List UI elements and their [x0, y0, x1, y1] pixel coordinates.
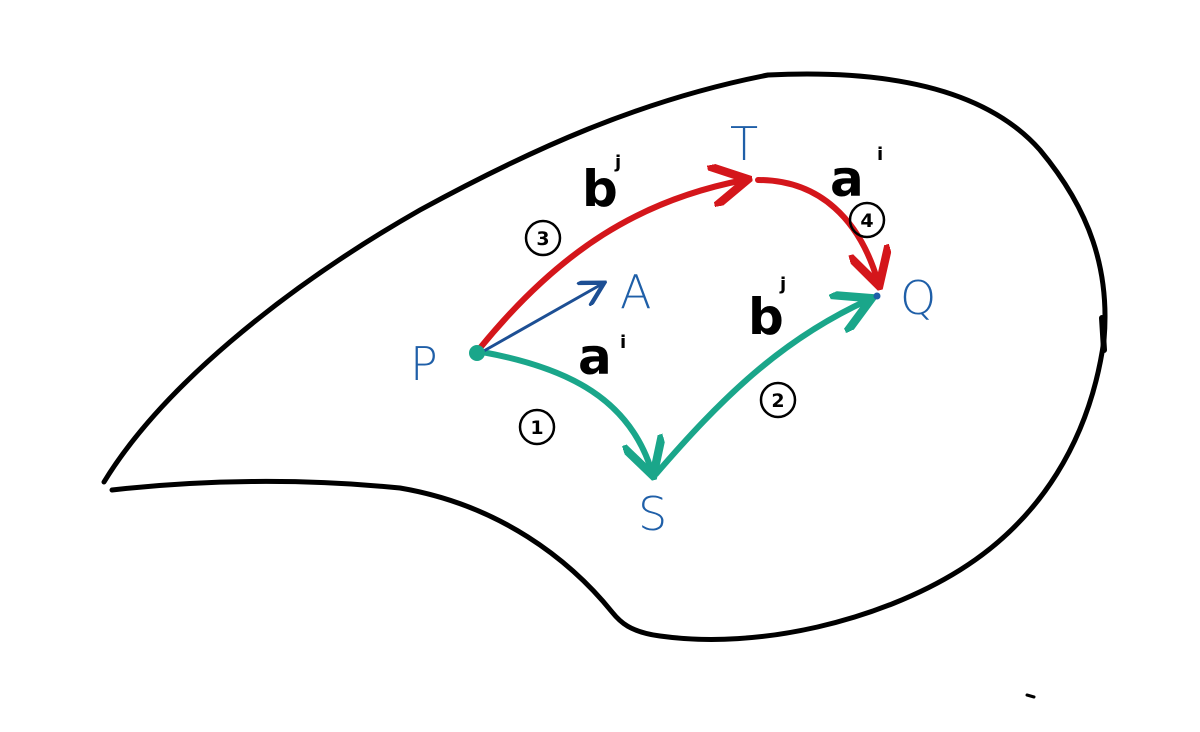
svg-text:i: i	[877, 144, 883, 165]
svg-text:a: a	[578, 328, 612, 386]
label-A: A	[620, 265, 651, 319]
svg-text:b: b	[582, 160, 618, 218]
svg-text:3: 3	[536, 228, 549, 250]
label-Q: Q	[900, 271, 936, 325]
outline-tick	[1099, 315, 1107, 353]
red-path-T-to-Q	[755, 177, 878, 282]
svg-text:j: j	[614, 152, 621, 173]
manifold-outline	[101, 71, 1108, 642]
step-3-marker: 3	[524, 219, 562, 257]
label-P: P	[410, 337, 438, 391]
label-S: S	[638, 487, 667, 541]
step-1-marker: 1	[518, 408, 556, 446]
green-path-S-to-Q	[653, 300, 868, 477]
red-path-P-to-T	[477, 180, 744, 351]
label-red-second: a i	[830, 144, 883, 208]
green-path-P-to-S	[479, 349, 652, 472]
svg-text:b: b	[748, 288, 784, 346]
svg-text:2: 2	[771, 390, 784, 412]
svg-text:4: 4	[860, 210, 873, 232]
label-green-second: b j	[748, 274, 786, 346]
point-Q-dot	[873, 292, 881, 300]
vector-A-arrow	[480, 284, 602, 354]
label-green-first: a i	[578, 328, 626, 386]
label-red-first: b j	[582, 152, 621, 218]
stray-mark	[1025, 693, 1036, 699]
step-4-marker: 4	[848, 201, 886, 239]
point-P-dot	[469, 345, 485, 361]
svg-text:i: i	[620, 332, 626, 353]
svg-text:a: a	[830, 150, 864, 208]
svg-text:1: 1	[530, 417, 543, 439]
svg-text:j: j	[779, 274, 786, 295]
step-2-marker: 2	[759, 381, 797, 419]
label-T: T	[730, 117, 758, 171]
